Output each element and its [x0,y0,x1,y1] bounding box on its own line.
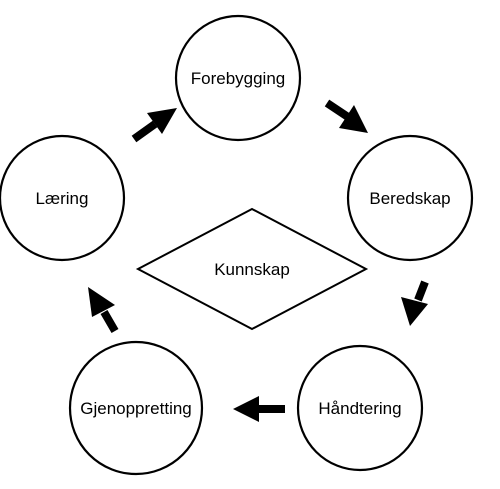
node-forebygging: Forebygging [174,14,302,142]
center-label: Kunnskap [214,260,290,279]
node-gjenoppretting-label: Gjenoppretting [80,399,192,418]
arrow-shaft [414,280,429,302]
node-gjenoppretting: Gjenoppretting [68,340,204,476]
node-handtering: Håndtering [296,344,424,472]
arrow-head [401,297,428,326]
arrow-shaft [131,120,158,143]
arrow-laering-to-forebygging [131,108,177,143]
node-laering-label: Læring [36,189,89,208]
arrow-head [233,396,259,422]
node-laering-circle [0,134,126,262]
arrow-shaft [100,309,119,334]
node-forebygging-circle [174,14,302,142]
node-laering: Læring [0,134,126,262]
node-beredskap: Beredskap [346,134,474,262]
node-gjenoppretting-circle [68,340,204,476]
node-forebygging-label: Forebygging [191,69,286,88]
arrow-head [88,287,115,317]
arrow-head [147,108,177,134]
center-node: Kunnskap [135,207,369,331]
arrow-handtering-to-gjenoppretting [233,396,285,422]
node-handtering-label: Håndtering [318,399,401,418]
arrow-gjenoppretting-to-laering [88,287,119,334]
node-handtering-circle [296,344,424,472]
node-beredskap-circle [346,134,474,262]
arrow-forebygging-to-beredskap [324,99,368,133]
node-beredskap-label: Beredskap [369,189,450,208]
arrow-beredskap-to-handtering [401,280,429,326]
center-diamond [135,207,369,331]
arrow-head [339,105,368,133]
